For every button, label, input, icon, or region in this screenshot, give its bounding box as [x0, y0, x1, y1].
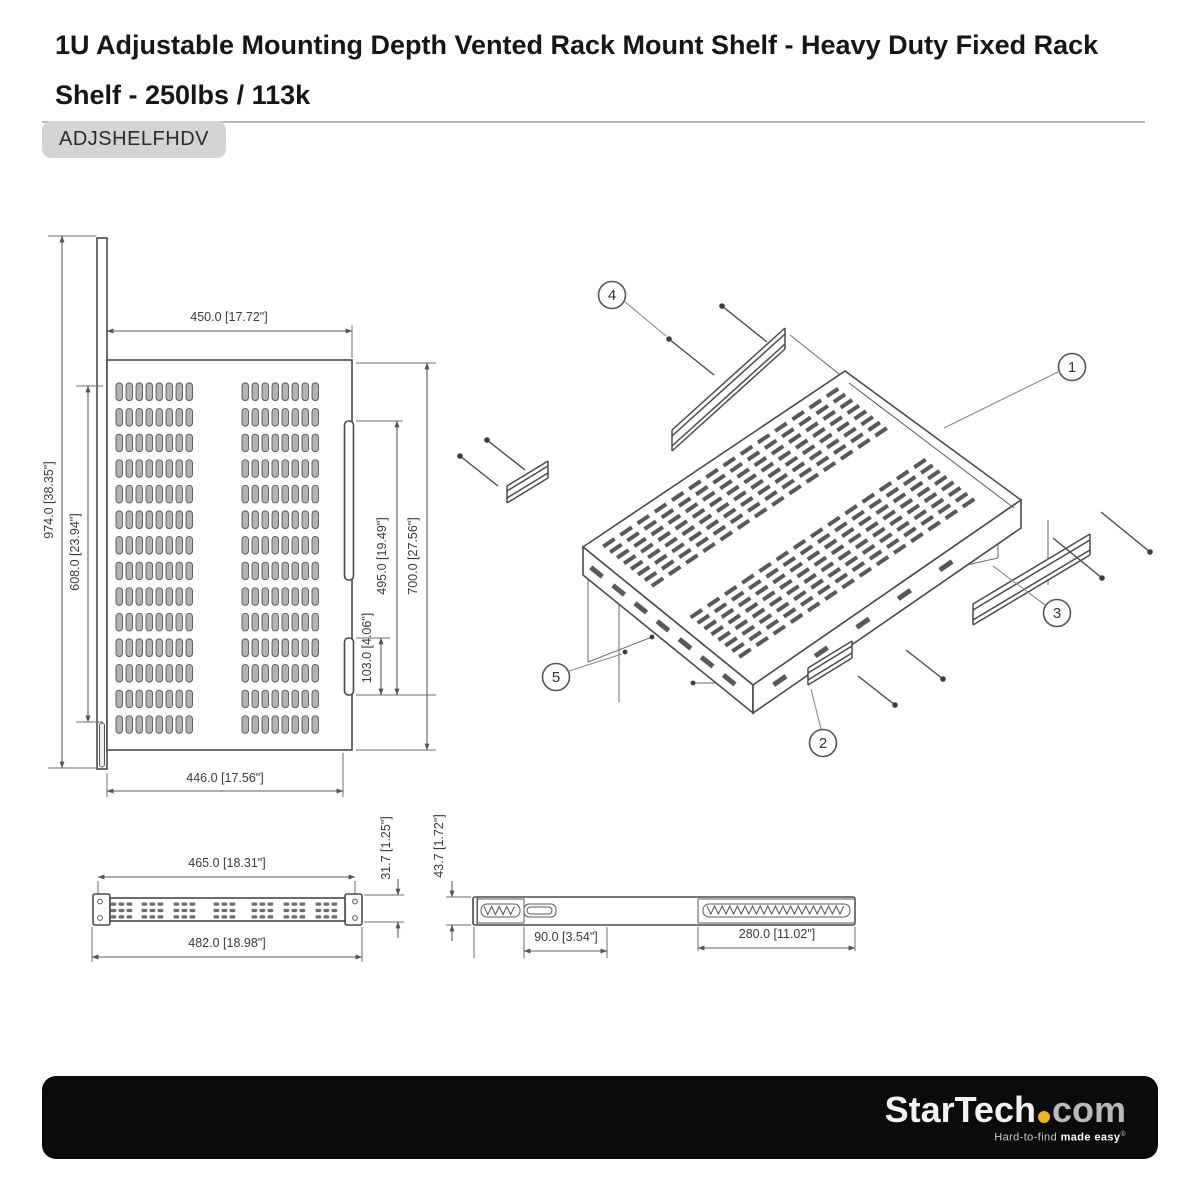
- dim-width-top: 450.0 [17.72"]: [190, 310, 267, 324]
- tagline-mark: ®: [1120, 1131, 1126, 1139]
- logo-com: com: [1051, 1089, 1126, 1131]
- dim-depth-overall: 974.0 [38.35"]: [42, 461, 56, 538]
- dim-depth-shelf: 700.0 [27.56"]: [406, 517, 420, 594]
- front-vent-slots: [110, 902, 338, 919]
- right-rail-lower: [343, 637, 355, 696]
- isometric-view: 1 2 3 4 5: [457, 280, 1153, 758]
- front-view: 465.0 [18.31"] 482.0 [18.98"] 31.7 [1.25…: [91, 816, 404, 962]
- page-title: 1U Adjustable Mounting Depth Vented Rack…: [55, 20, 1155, 120]
- callout-3: 3: [992, 565, 1072, 628]
- dim-width-bottom: 446.0 [17.56"]: [186, 771, 263, 785]
- dim-side-vent: 280.0 [11.02"]: [739, 927, 816, 941]
- page-title-line1: 1U Adjustable Mounting Depth Vented Rack…: [55, 30, 1099, 60]
- callout-4-number: 4: [608, 287, 616, 304]
- front-rail-edge: [96, 237, 108, 770]
- side-knurl-pattern: [483, 904, 845, 916]
- logo-dot-icon: [1037, 1111, 1050, 1124]
- screws: [457, 303, 1153, 708]
- callout-2-number: 2: [819, 735, 827, 752]
- iso-vent-slots: [602, 387, 976, 659]
- footer-tagline: Hard-to-find made easy®: [994, 1131, 1126, 1144]
- page-title-line2: Shelf - 250lbs / 113k: [55, 80, 311, 110]
- dim-depth-inner: 608.0 [23.94"]: [68, 513, 82, 590]
- side-right-block: [697, 898, 856, 924]
- top-view: 450.0 [17.72"] 974.0 [38.35"] 608.0 [23.…: [42, 235, 436, 797]
- iso-edge-slots: [589, 559, 954, 687]
- dim-rail-length: 495.0 [19.49"]: [375, 517, 389, 594]
- side-view: 43.7 [1.72"] 90.0 [3.54"] 280.0 [11.02"]: [432, 814, 856, 958]
- dim-front-width-inner: 465.0 [18.31"]: [188, 856, 265, 870]
- tagline-light: Hard-to-find: [994, 1131, 1058, 1144]
- front-rail-foot: [99, 722, 105, 768]
- dim-side-height: 43.7 [1.72"]: [432, 814, 446, 878]
- side-adjust-tongue: [523, 903, 557, 918]
- vent-slot-grid: [115, 382, 319, 734]
- dim-side-slot: 90.0 [3.54"]: [534, 930, 598, 944]
- side-profile: [472, 896, 856, 926]
- logo-star: Star: [884, 1089, 955, 1131]
- shelf-front-right-face: [752, 498, 1022, 715]
- dim-front-height: 31.7 [1.25"]: [379, 816, 393, 880]
- callout-5-number: 5: [552, 669, 560, 686]
- dim-front-width-outer: 482.0 [18.98"]: [188, 936, 265, 950]
- right-rail-upper: [343, 420, 355, 581]
- callout-4: 4: [597, 280, 667, 337]
- tagline-bold: made easy: [1057, 1131, 1121, 1144]
- callout-5: 5: [541, 653, 623, 692]
- dim-rail-lower: 103.0 [4.06"]: [360, 613, 374, 683]
- badge-rule: [42, 121, 1145, 123]
- callout-1: 1: [943, 352, 1087, 429]
- callout-1-number: 1: [1068, 359, 1076, 376]
- logo-tech: Tech: [954, 1089, 1036, 1131]
- callout-3-number: 3: [1053, 605, 1061, 622]
- mounting-rails: [506, 327, 1091, 686]
- callout-2: 2: [808, 688, 838, 758]
- product-code-badge: ADJSHELFHDV: [42, 121, 226, 158]
